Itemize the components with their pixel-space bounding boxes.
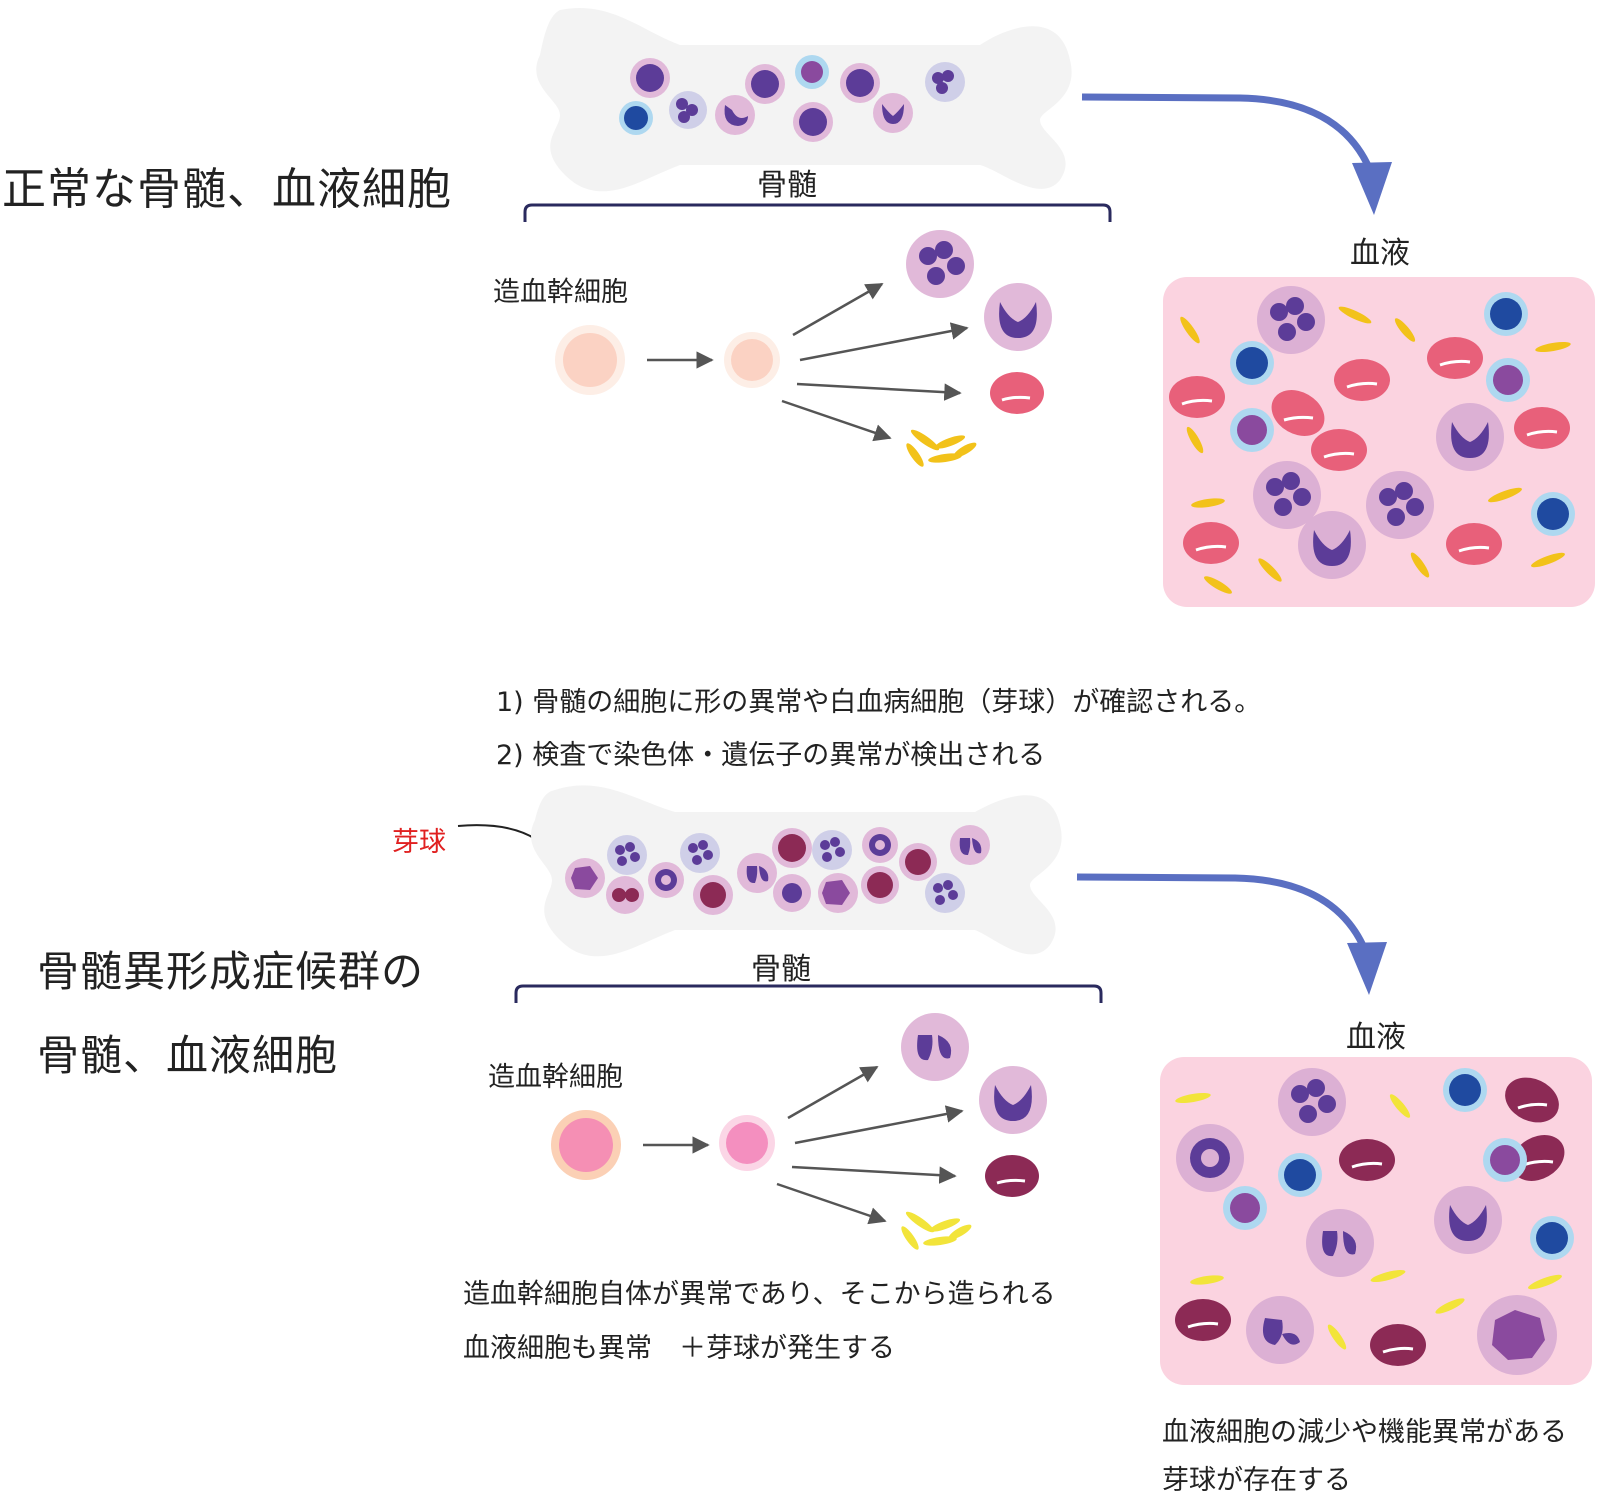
- criteria-line-1: 1) 骨髄の細胞に形の異常や白血病細胞（芽球）が確認される。: [496, 687, 1262, 718]
- progenitor-cell-normal: [724, 332, 780, 388]
- mds-blood-note-line-1: 血液細胞の減少や機能異常がある: [1162, 1417, 1567, 1448]
- flow-arrow-mds: [1076, 873, 1369, 952]
- flow-arrowhead-mds: [1347, 942, 1387, 995]
- bone-shape-normal: [536, 8, 1072, 192]
- mds-marrow-note-line-2: 血液細胞も異常 ＋芽球が発生する: [463, 1333, 895, 1364]
- product-cells-normal: [906, 230, 1052, 467]
- marrow-label-normal: 骨髄: [757, 168, 817, 203]
- blood-label-mds: 血液: [1346, 1020, 1406, 1055]
- stem-cell-normal: [555, 325, 625, 395]
- bone-shape-mds: [530, 785, 1062, 957]
- product-cells-mds: [901, 1013, 1047, 1250]
- stem-cell-mds: [551, 1110, 621, 1180]
- flow-arrowhead-normal: [1352, 162, 1392, 215]
- flow-arrow-normal: [1081, 93, 1374, 172]
- differentiation-arrows-normal: [781, 282, 969, 442]
- blood-cells-mds: [1175, 1068, 1574, 1375]
- mds-section-title-line-2: 骨髄、血液細胞: [37, 1031, 339, 1080]
- marrow-cells-mds: [565, 825, 990, 915]
- stem-cell-label-mds: 造血幹細胞: [488, 1062, 623, 1093]
- normal-section-title: 正常な骨髄、血液細胞: [2, 164, 452, 215]
- mds-marrow-note-line-1: 造血幹細胞自体が異常であり、そこから造られる: [463, 1279, 1056, 1310]
- marrow-bracket-normal: [523, 203, 1112, 222]
- differentiation-arrows-mds: [776, 1065, 964, 1225]
- mds-blood-note-line-2: 芽球が存在する: [1162, 1465, 1351, 1496]
- stem-cell-label-normal: 造血幹細胞: [493, 277, 628, 308]
- marrow-cells-normal: [619, 55, 965, 142]
- blast-label: 芽球: [392, 827, 446, 858]
- marrow-bracket-mds: [514, 984, 1103, 1003]
- blood-label-normal: 血液: [1350, 236, 1410, 271]
- mds-section-title-line-1: 骨髄異形成症候群の: [37, 947, 425, 996]
- blood-cells-normal: [1169, 286, 1575, 594]
- criteria-line-2: 2) 検査で染色体・遺伝子の異常が検出される: [496, 740, 1046, 771]
- progenitor-cell-mds: [719, 1115, 775, 1171]
- marrow-label-mds: 骨髄: [751, 952, 811, 987]
